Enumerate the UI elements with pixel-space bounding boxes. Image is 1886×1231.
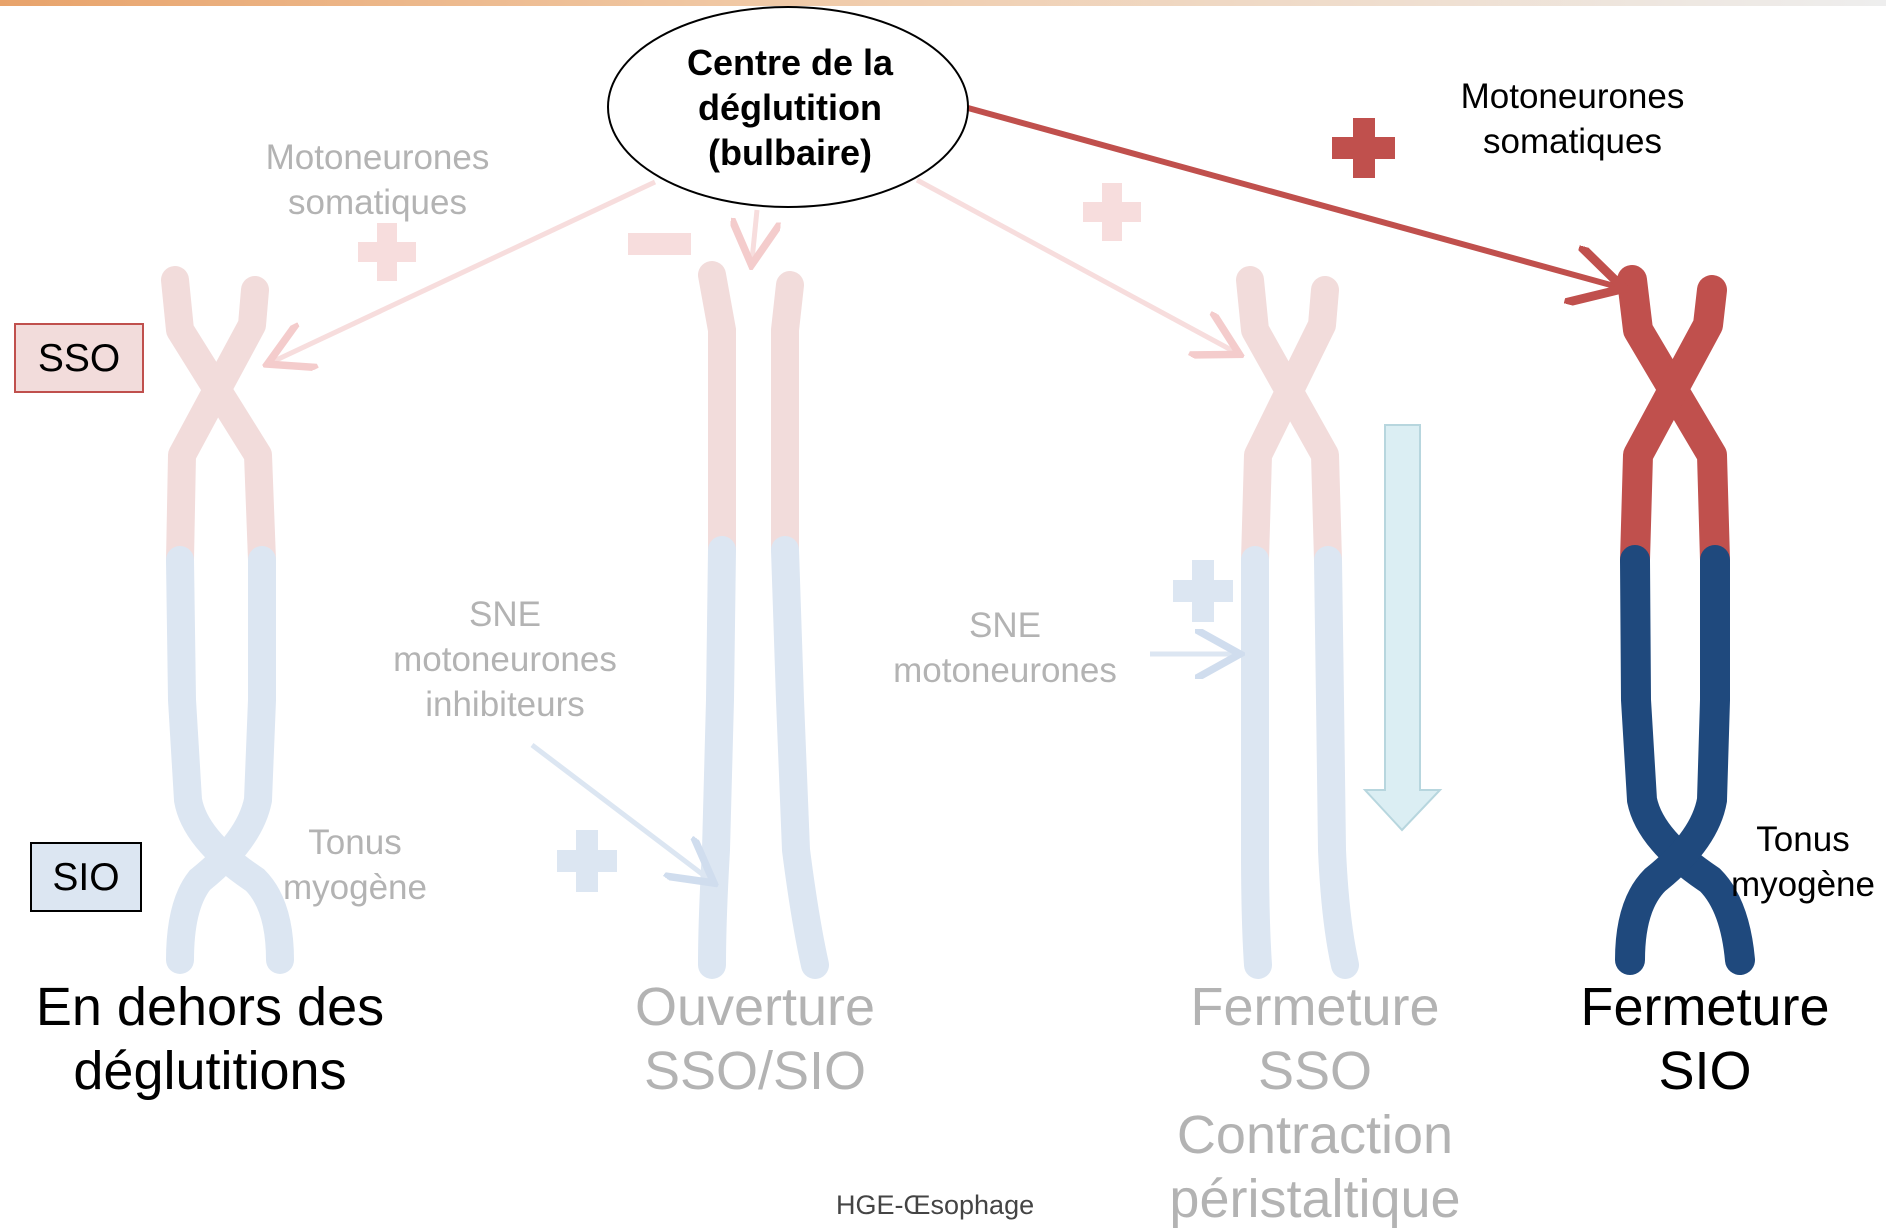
arrow-to-col3 [915, 177, 1235, 352]
center-title-line: (bulbaire) [707, 132, 872, 173]
arrow-to-col2 [752, 209, 757, 260]
center-title-line: déglutition [698, 87, 882, 128]
tonus-myogene-right: Tonus myogène [1718, 817, 1886, 907]
plus-icon [1083, 183, 1141, 241]
motoneurones-somatiques-right: Motoneurones somatiques [1440, 74, 1705, 164]
caption-col3: Fermeture SSO Contraction péristaltique [1120, 975, 1510, 1231]
annotation-line: myogène [1731, 865, 1875, 904]
center-title-line: Centre de la [686, 42, 894, 83]
plus-icon [1173, 560, 1233, 622]
minus-icon [628, 233, 691, 255]
annotation-line: somatiques [1483, 122, 1662, 161]
sso-label: SSO [14, 323, 144, 393]
sne-motoneurones: SNE motoneurones [870, 603, 1140, 693]
annotation-line: SNE [469, 595, 541, 634]
footer-text: HGE-Œsophage [836, 1190, 1035, 1220]
caption-line: SSO/SIO [643, 1041, 867, 1101]
caption-line: SSO [1257, 1041, 1373, 1101]
arrow-to-col1 [272, 179, 657, 362]
plus-icon [1332, 118, 1395, 178]
caption-line: Contraction [1176, 1105, 1454, 1165]
caption-col1: En dehors des déglutitions [10, 975, 410, 1103]
plus-icon [358, 223, 416, 281]
caption-line: péristaltique [1169, 1169, 1461, 1229]
esophagus-col3 [1236, 266, 1359, 979]
plus-icon [557, 830, 617, 892]
top-accent-line [0, 0, 1886, 6]
tonus-myogene-left: Tonus myogène [260, 820, 450, 910]
center-title: Centre de la déglutition (bulbaire) [620, 40, 960, 175]
annotation-line: myogène [283, 868, 427, 907]
annotation-line: motoneurones [393, 640, 617, 679]
annotation-line: Motoneurones [265, 138, 490, 177]
annotation-line: Tonus [1756, 820, 1850, 859]
annotation-line: Motoneurones [1460, 77, 1685, 116]
esophagus-col4 [1615, 265, 1755, 975]
annotation-line: inhibiteurs [425, 685, 585, 724]
caption-line: SIO [1658, 1041, 1752, 1101]
caption-line: Fermeture [1580, 977, 1830, 1037]
esophagus-col1 [161, 266, 294, 974]
annotation-line: Tonus [308, 823, 402, 862]
arrow-to-col4 [967, 105, 1618, 287]
annotation-line: somatiques [288, 183, 467, 222]
caption-line: Ouverture [634, 977, 876, 1037]
annotation-line: motoneurones [893, 651, 1117, 690]
caption-col4: Fermeture SIO [1530, 975, 1880, 1103]
center-ellipse [607, 6, 969, 208]
sio-label: SIO [30, 842, 142, 912]
caption-line: En dehors des [35, 977, 385, 1037]
arrow-sne-inhibiteurs [530, 743, 710, 880]
peristalsis-arrow [1362, 424, 1443, 832]
motoneurones-somatiques-left: Motoneurones somatiques [245, 135, 510, 225]
caption-line: Fermeture [1190, 977, 1440, 1037]
caption-line: déglutitions [73, 1041, 347, 1101]
annotation-line: SNE [969, 606, 1041, 645]
sne-motoneurones-inhibiteurs: SNE motoneurones inhibiteurs [370, 592, 640, 727]
esophagus-col2 [698, 261, 829, 979]
caption-col2: Ouverture SSO/SIO [580, 975, 930, 1103]
